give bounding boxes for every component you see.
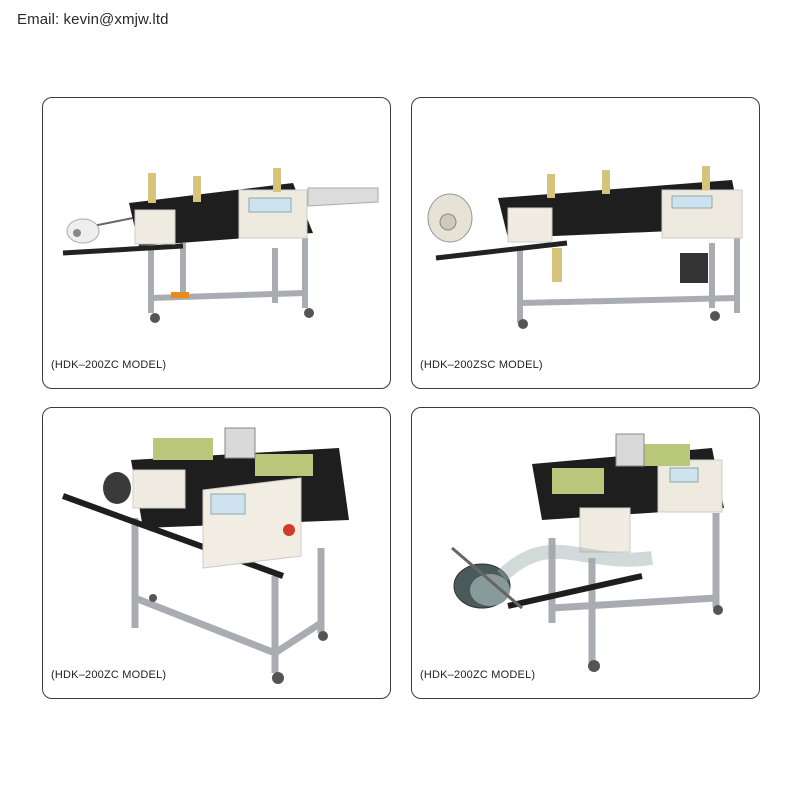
product-card-1[interactable]: (HDK–200ZC MODEL) xyxy=(42,97,391,389)
machine-photo-1 xyxy=(62,168,379,323)
model-caption: (HDK–200ZC MODEL) xyxy=(51,359,167,371)
machine-photo-4 xyxy=(451,433,724,672)
machine-photo-2 xyxy=(427,166,743,329)
machine-photo-3 xyxy=(61,427,349,684)
model-caption: (HDK–200ZC MODEL) xyxy=(51,669,167,681)
model-caption: (HDK–200ZSC MODEL) xyxy=(420,359,543,371)
product-card-2[interactable]: (HDK–200ZSC MODEL) xyxy=(411,97,760,389)
contact-email: Email: kevin@xmjw.ltd xyxy=(17,11,169,28)
product-card-3[interactable]: (HDK–200ZC MODEL) xyxy=(42,407,391,699)
model-caption: (HDK–200ZC MODEL) xyxy=(420,669,536,681)
product-card-4[interactable]: (HDK–200ZC MODEL) xyxy=(411,407,760,699)
